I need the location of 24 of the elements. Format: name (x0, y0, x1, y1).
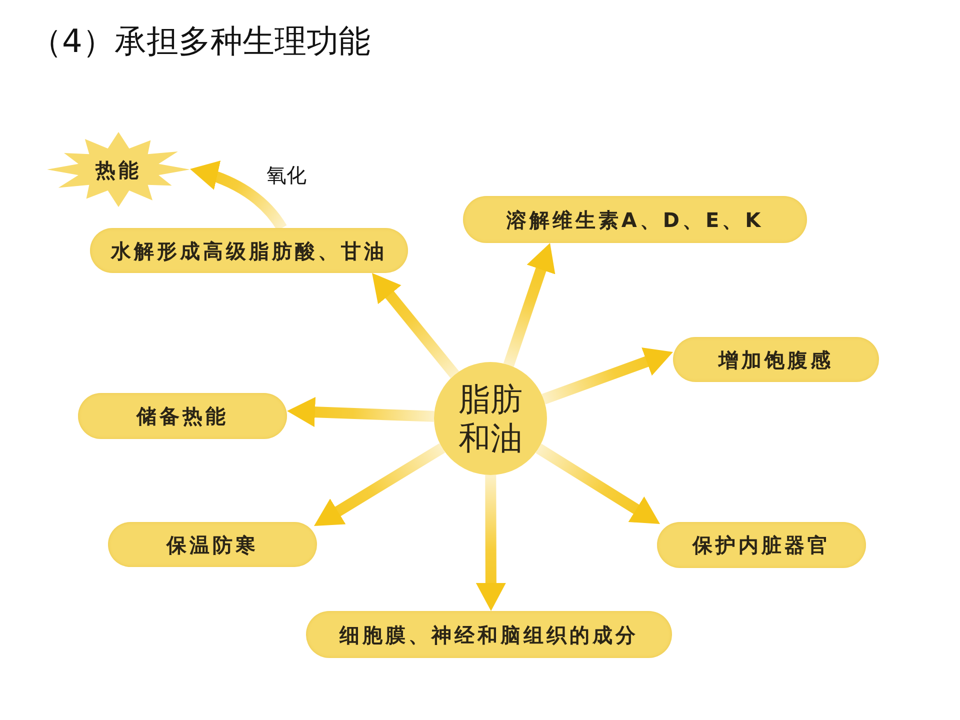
arrow (503, 241, 556, 367)
function-label: 细胞膜、神经和脑组织的成分 (340, 622, 638, 646)
starburst-label: 热能 (96, 158, 142, 182)
arrow (188, 161, 287, 231)
function-box (673, 337, 879, 382)
function-box (108, 522, 317, 567)
center-label: 脂肪和油 (457, 380, 524, 457)
function-label: 储备热能 (136, 404, 228, 428)
function-box (306, 611, 672, 658)
function-box (657, 522, 866, 568)
function-label: 保温防寒 (166, 532, 258, 556)
function-label: 溶解维生素A、D、E、K (506, 208, 764, 232)
arrow (542, 346, 675, 404)
arrow (476, 474, 506, 612)
function-box (78, 393, 287, 439)
function-label: 增加饱腹感 (718, 348, 834, 372)
function-label: 保护内脏器官 (692, 533, 830, 557)
edge-label: 氧化 (264, 162, 308, 187)
arrow (286, 397, 434, 428)
title: （4）承担多种生理功能 (30, 22, 370, 60)
function-box (90, 228, 408, 273)
starburst (47, 132, 190, 207)
function-label: 水解形成高级脂肪酸、甘油 (111, 238, 387, 262)
function-box (463, 196, 807, 243)
